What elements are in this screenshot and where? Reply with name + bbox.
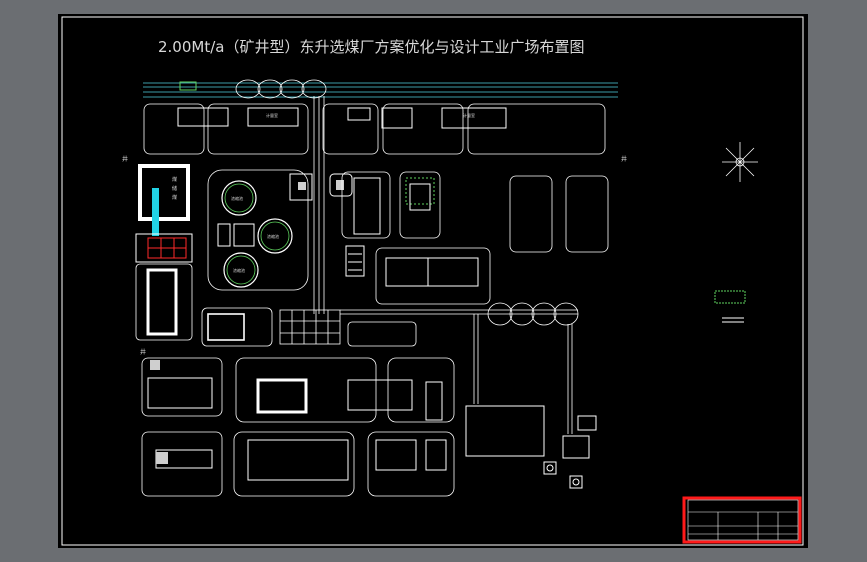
legend-swatch-green	[714, 290, 746, 304]
bottom-bld-3	[347, 379, 413, 411]
legend	[714, 290, 746, 323]
store-area-outline	[375, 247, 491, 305]
tank-side-bld	[289, 173, 313, 201]
large-right-building	[465, 405, 545, 457]
bottom-row-block-2	[233, 431, 355, 497]
tiny-bld-2	[569, 475, 583, 489]
well-bottom-label: 井	[140, 348, 146, 356]
drawing-title: 2.00Mt/a（矿井型）东升选煤厂方案优化与设计工业广场布置图	[158, 38, 584, 56]
bottom-row-bld-4	[425, 439, 447, 471]
stair-bld	[345, 245, 365, 277]
bottom-block-3-outline	[387, 357, 455, 423]
top-left-marker	[179, 81, 197, 91]
main-building-outline	[135, 263, 193, 341]
tank1-label: 浓缩池	[231, 195, 243, 201]
well-right-label: 井	[621, 155, 627, 163]
bottom-row-block-1	[141, 431, 223, 497]
corner-top-building	[577, 415, 597, 431]
coal-box-label: 煤	[172, 176, 177, 183]
north-arrow-compass	[722, 142, 758, 182]
right-small-building	[409, 183, 431, 211]
mid-small-block	[329, 173, 353, 197]
bottom-block-2-outline	[235, 357, 377, 423]
tank-pump-2	[233, 223, 255, 247]
center-grid-structure	[279, 309, 341, 345]
coal-box-label-3: 煤	[172, 194, 177, 201]
cyan-conveyor	[152, 188, 159, 236]
thickener-tanks: 浓缩池 浓缩池 浓缩池	[221, 180, 293, 288]
drawing-sheet: 2.00Mt/a（矿井型）东升选煤厂方案优化与设计工业广场布置图 计量室 计量室…	[58, 14, 808, 548]
title-block	[682, 496, 802, 544]
empty-block-2	[565, 175, 609, 253]
tank-side-icon	[298, 182, 306, 190]
tank3-label: 浓缩池	[233, 267, 245, 273]
tank-area-outline	[207, 169, 309, 291]
railway-tracks	[143, 82, 618, 98]
bottom-row-bld-3	[375, 439, 417, 471]
mid-tall-building	[353, 177, 381, 235]
corner-small-building	[562, 435, 590, 459]
bottom-small-icon	[150, 360, 160, 370]
bottom-row-block-3	[367, 431, 455, 497]
mid-small-icon	[336, 180, 344, 190]
horizontal-conveyor	[340, 302, 579, 434]
bottom-row-icon	[156, 452, 168, 464]
store-building	[385, 257, 429, 287]
store-building-2	[427, 257, 479, 287]
top-bld-4	[381, 107, 413, 129]
top-bld-1	[177, 107, 229, 127]
top-bld-2-label: 计量室	[266, 112, 278, 118]
left-red-building	[135, 233, 193, 263]
sheet-border	[61, 16, 804, 546]
bottom-bld-2	[256, 378, 308, 414]
vertical-conveyors	[313, 96, 325, 314]
top-bld-2	[247, 107, 299, 127]
office-area-outline	[201, 307, 273, 347]
bottom-block-1-outline	[141, 357, 223, 417]
bottom-bld-1	[147, 377, 213, 409]
right-small-outline	[399, 171, 441, 239]
empty-block-1	[509, 175, 553, 253]
coal-box-label-2: 储	[172, 185, 177, 192]
tank-pump-1	[217, 223, 231, 247]
top-bld-3	[347, 107, 371, 121]
right-small-green	[405, 177, 435, 205]
tiny-bld-1	[543, 461, 557, 475]
bottom-row-bld-2	[247, 439, 349, 481]
top-loops	[235, 79, 327, 99]
office-building	[207, 313, 245, 341]
top-bld-5	[441, 107, 507, 129]
bottom-bld-4	[425, 381, 443, 421]
coal-storage-bunker	[138, 164, 190, 221]
tank2-label: 浓缩池	[267, 233, 279, 239]
top-bld-5-label: 计量室	[463, 112, 475, 118]
center-small-outline	[347, 321, 417, 347]
mid-tall-outline	[341, 171, 391, 239]
site-plan-diagram: 2.00Mt/a（矿井型）东升选煤厂方案优化与设计工业广场布置图 计量室 计量室…	[61, 16, 804, 546]
main-building	[146, 268, 178, 336]
well-left-label: 井	[122, 155, 128, 163]
top-row-blocks	[143, 103, 606, 155]
